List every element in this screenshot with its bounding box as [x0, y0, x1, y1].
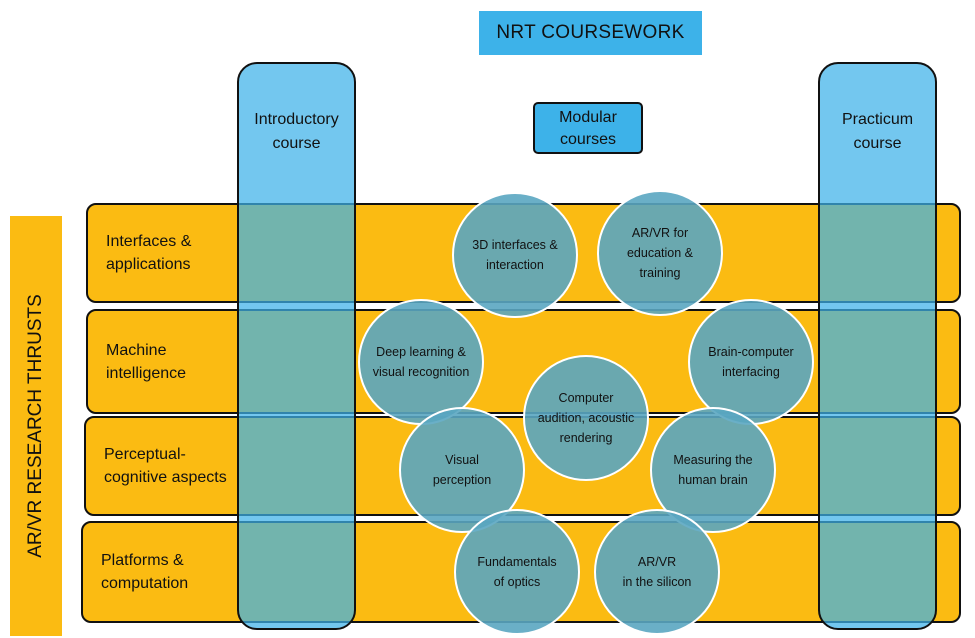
- coursework-title: NRT COURSEWORK: [479, 11, 702, 55]
- thrust-label-machine-intelligence: Machine intelligence: [106, 341, 187, 382]
- module-arvr-education: AR/VR for education & training: [597, 190, 723, 316]
- modular-courses-label: Modular courses: [533, 102, 643, 154]
- module-computer-audition: Computer audition, acoustic rendering: [523, 355, 649, 481]
- module-deep-learning: Deep learning & visual recognition: [358, 299, 484, 425]
- thrust-row-perceptual: Perceptual- cognitive aspects: [84, 416, 961, 516]
- module-visual-perception: Visual perception: [399, 407, 525, 533]
- module-measuring-brain: Measuring the human brain: [650, 407, 776, 533]
- research-thrusts-text: AR/VR RESEARCH THRUSTS: [25, 294, 46, 558]
- thrust-label-platforms: Platforms & computation: [101, 552, 189, 592]
- module-3d-interfaces: 3D interfaces & interaction: [452, 192, 578, 318]
- thrust-label-perceptual: Perceptual- cognitive aspects: [104, 446, 227, 486]
- practicum-course-pillar: Practicum course: [818, 62, 937, 630]
- module-arvr-silicon: AR/VR in the silicon: [594, 509, 720, 635]
- module-fundamentals-optics: Fundamentals of optics: [454, 509, 580, 635]
- thrust-label-interfaces: Interfaces & applications: [106, 233, 192, 273]
- module-brain-computer: Brain-computer interfacing: [688, 299, 814, 425]
- research-thrusts-label: AR/VR RESEARCH THRUSTS: [10, 216, 62, 636]
- introductory-course-pillar: Introductory course: [237, 62, 356, 630]
